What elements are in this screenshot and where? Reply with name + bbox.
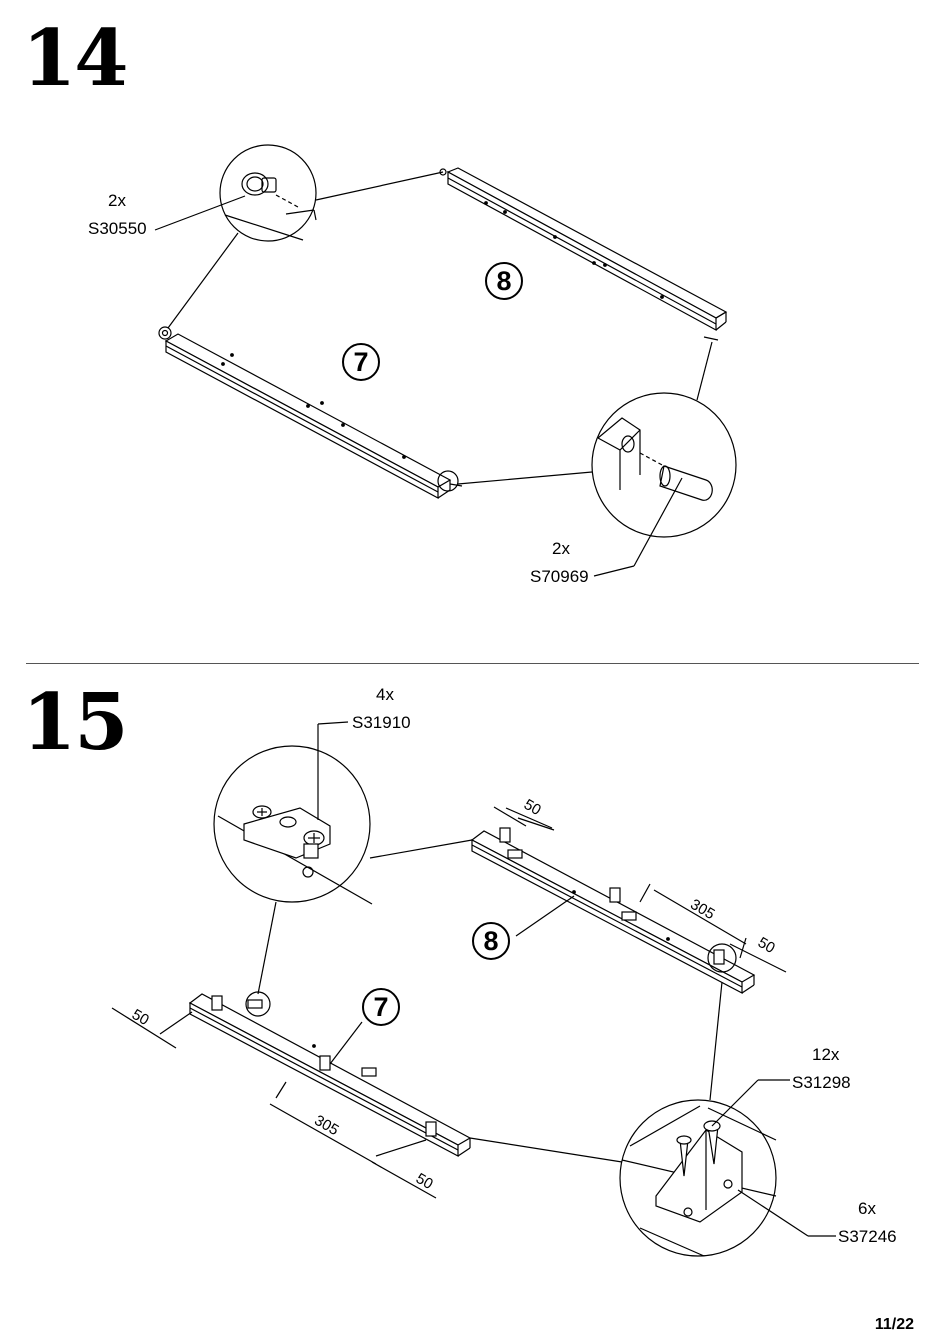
callout-qty: 12x <box>812 1045 840 1064</box>
page-number: 11/22 <box>874 1316 914 1333</box>
rail-8-step15 <box>470 830 756 994</box>
section-divider <box>26 663 919 664</box>
rail-7-step15 <box>188 993 472 1157</box>
callout-code: S31910 <box>352 713 411 732</box>
step-14-number: 14 <box>22 13 129 104</box>
step-15-number: 15 <box>22 677 129 768</box>
callout-qty: 2x <box>108 191 126 210</box>
rail-8-step14 <box>446 167 728 332</box>
callout-code: S31298 <box>792 1073 851 1092</box>
callout-qty: 2x <box>552 539 570 558</box>
part-8-badge: 8 <box>472 922 510 960</box>
part-8-badge: 8 <box>485 262 523 300</box>
part-7-badge: 7 <box>362 988 400 1026</box>
part-7-badge: 7 <box>342 343 380 381</box>
callout-code: S37246 <box>838 1227 897 1246</box>
callout-qty: 4x <box>376 685 394 704</box>
rail-7-step14 <box>164 333 452 500</box>
callout-code: S70969 <box>530 567 589 586</box>
callout-qty: 6x <box>858 1199 876 1218</box>
callout-code: S30550 <box>88 219 147 238</box>
